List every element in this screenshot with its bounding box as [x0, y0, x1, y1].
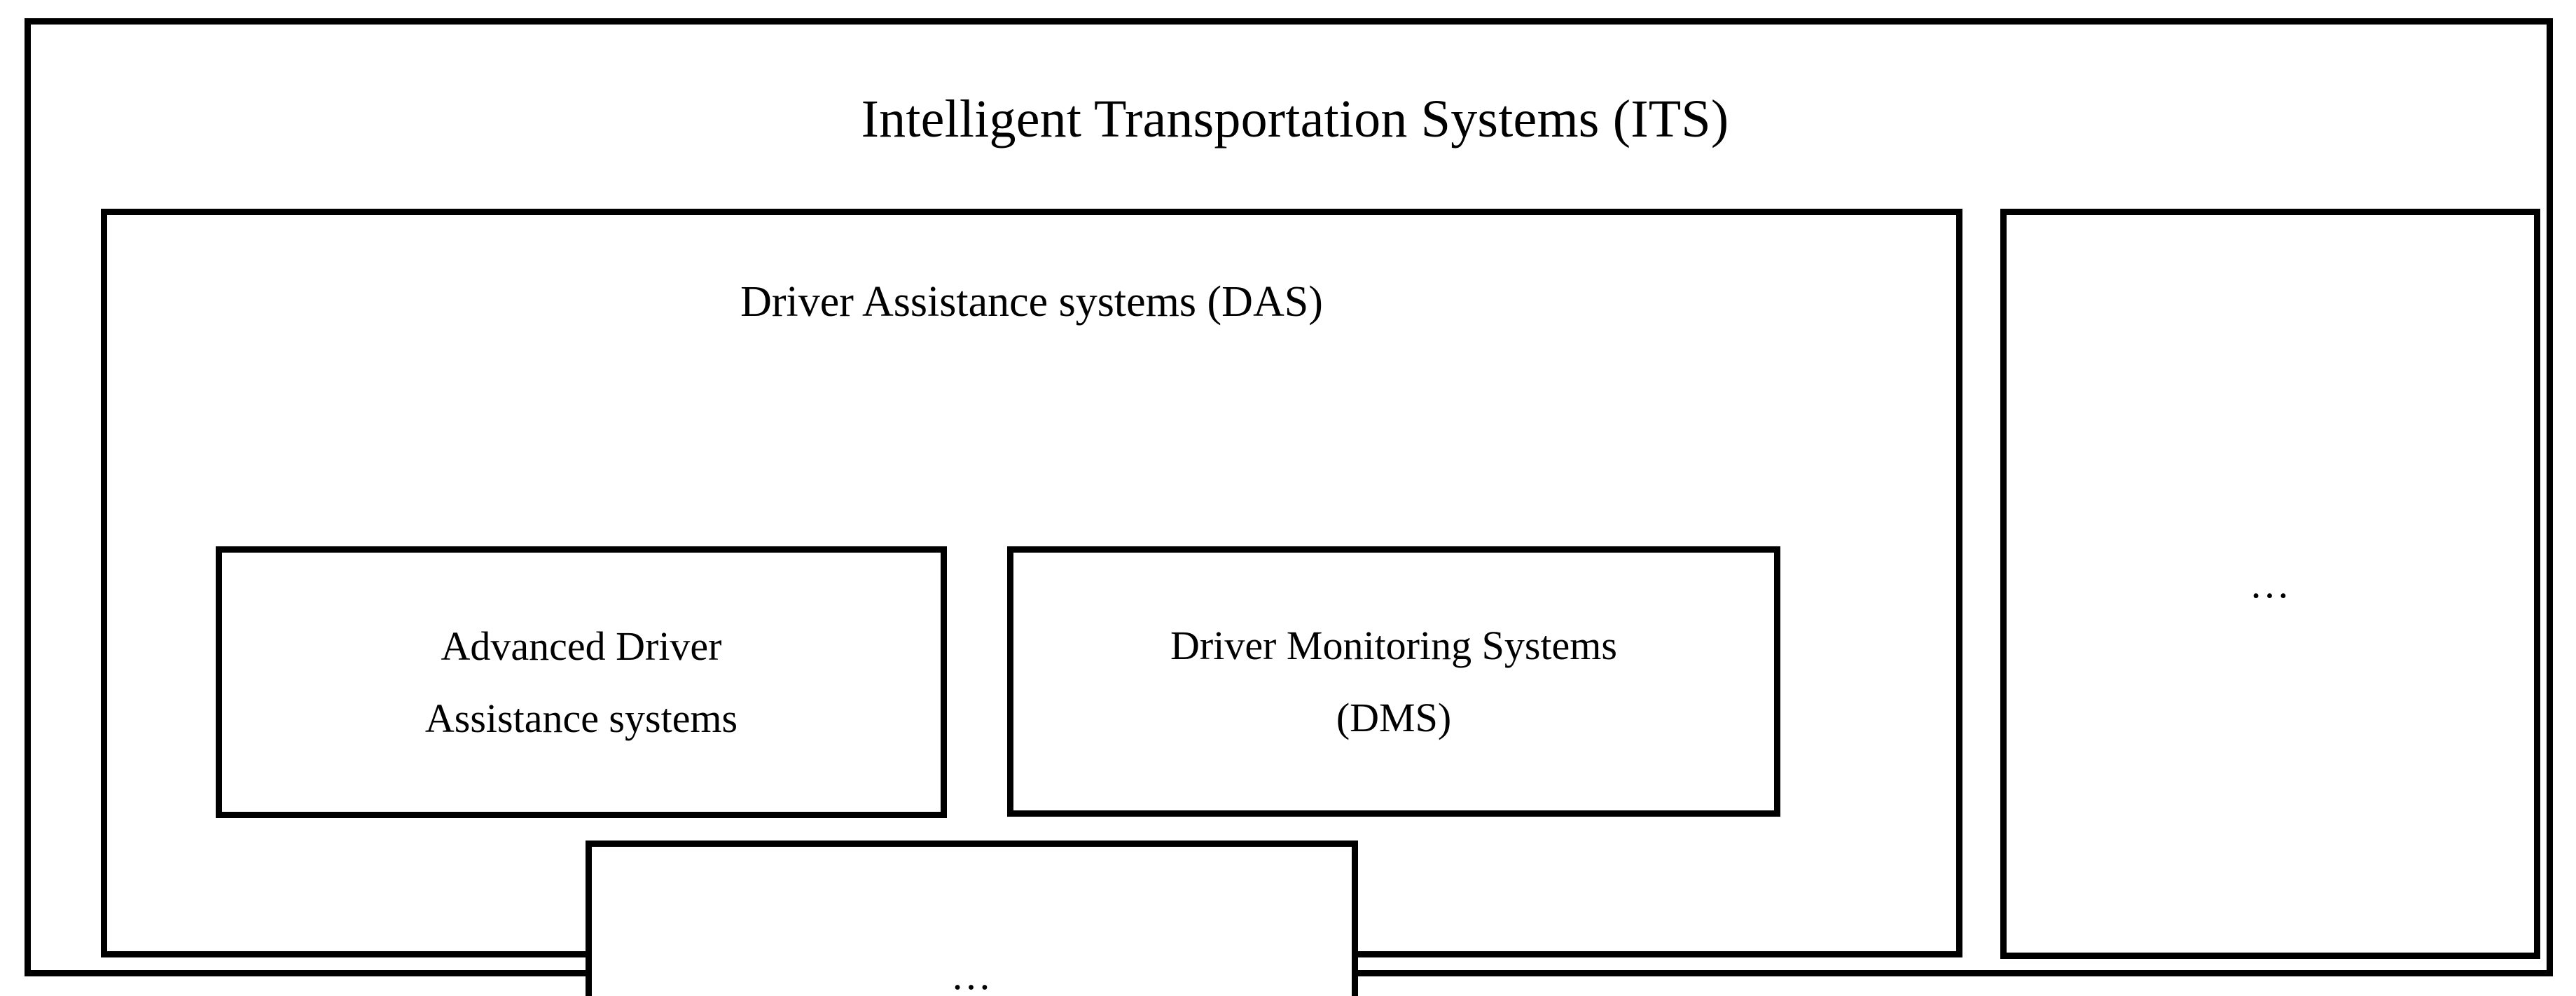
its-more-box: …: [2000, 209, 2540, 959]
dms-label: Driver Monitoring Systems (DMS): [1161, 609, 1627, 754]
its-more-ellipsis-label: …: [2249, 560, 2292, 607]
adas-label-line-1: Advanced Driver: [441, 623, 722, 669]
its-outer-box: Intelligent Transportation Systems (ITS)…: [25, 18, 2553, 996]
dms-box: Driver Monitoring Systems (DMS): [1007, 546, 1780, 817]
adas-label: Advanced Driver Assistance systems: [415, 610, 747, 754]
dms-label-line-1: Driver Monitoring Systems: [1170, 622, 1617, 668]
das-title-label: Driver Assistance systems (DAS): [740, 278, 1323, 326]
adas-box: Advanced Driver Assistance systems: [216, 546, 947, 818]
das-more-box: …: [586, 841, 1358, 996]
dms-label-line-2: (DMS): [1336, 695, 1452, 740]
its-title-label: Intelligent Transportation Systems (ITS): [861, 90, 1729, 148]
adas-label-line-2: Assistance systems: [424, 696, 738, 741]
das-group-box: Driver Assistance systems (DAS) Advanced…: [101, 209, 1962, 996]
das-more-ellipsis-label: …: [950, 952, 993, 996]
